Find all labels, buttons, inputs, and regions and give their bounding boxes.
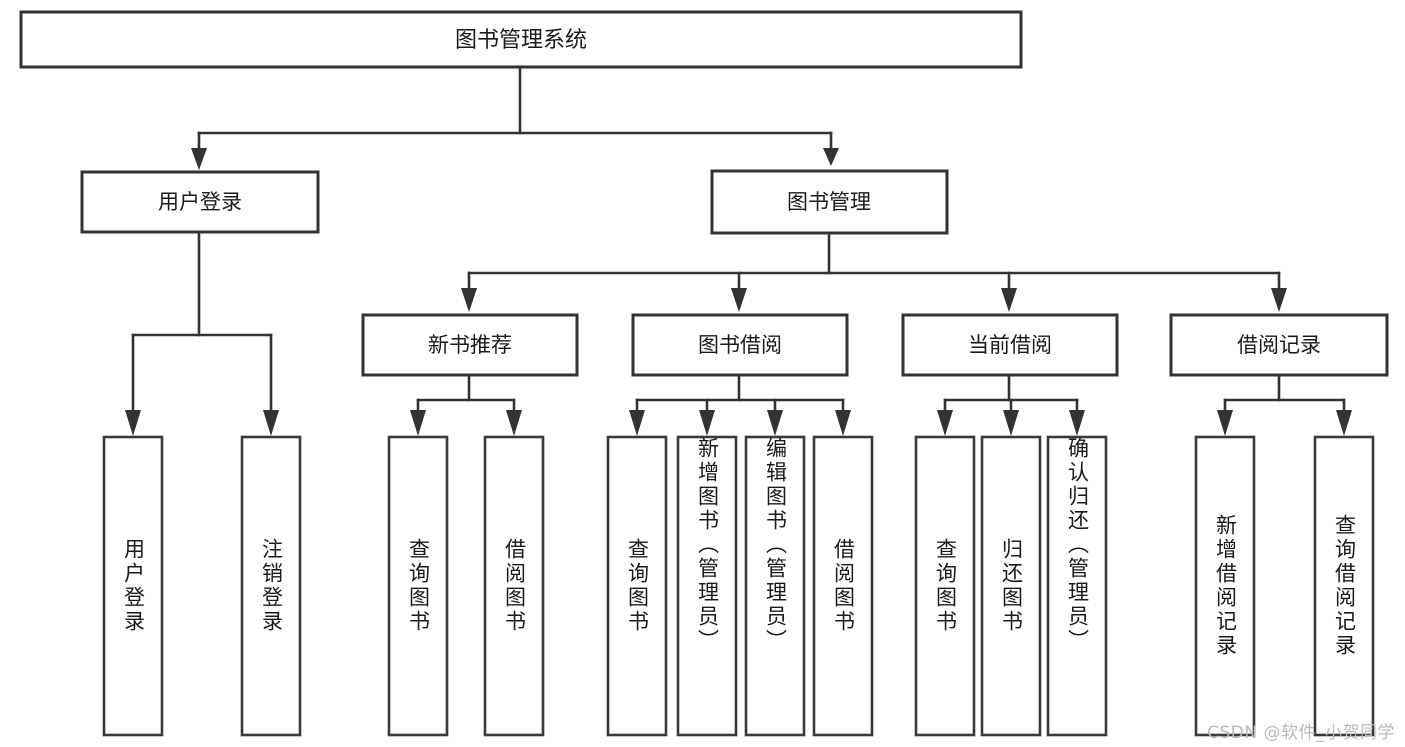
node-current-borrow-label: 当前借阅 [968,333,1052,357]
leaf-current-borrow-2[interactable] [1046,435,1108,737]
node-borrow-record[interactable] [1169,313,1389,377]
node-book-borrow[interactable] [631,313,849,377]
node-root-label: 图书管理系统 [455,28,587,53]
connector-root-to-level2 [191,66,839,170]
leaf-book-borrow-3[interactable] [812,435,874,737]
connector-currentborrow-to-leaves [937,373,1085,436]
leaf-new-book-0[interactable] [387,435,449,737]
connector-bookmgmt-to-level3 [461,231,1287,312]
leaf-borrow-record-0[interactable] [1194,435,1256,737]
leaf-book-borrow-0[interactable] [606,435,668,737]
leaf-current-borrow-0[interactable] [914,435,976,737]
connector-borrowrecord-to-leaves [1217,373,1352,436]
node-borrow-record-label: 借阅记录 [1237,333,1321,357]
node-new-book-recommend[interactable] [361,313,579,377]
node-user-login[interactable] [80,170,320,234]
node-book-management[interactable] [710,169,949,235]
leaf-current-borrow-1[interactable] [980,435,1042,737]
leaf-borrow-record-1[interactable] [1313,435,1375,737]
node-root[interactable] [19,10,1023,69]
connector-bookborrow-to-leaves [629,373,851,436]
leaf-new-book-1[interactable] [483,435,545,737]
node-book-management-label: 图书管理 [787,190,871,214]
node-new-book-recommend-label: 新书推荐 [428,333,512,357]
node-current-borrow[interactable] [901,313,1119,377]
node-book-borrow-label: 图书借阅 [698,333,782,357]
leaf-user-login-1[interactable] [240,435,302,737]
node-user-login-label: 用户登录 [158,190,242,214]
connector-userlogin-to-leaves [125,230,279,436]
leaf-book-borrow-2[interactable] [744,435,806,737]
leaf-user-login-0[interactable] [102,435,164,737]
csdn-watermark: CSDN @软件_小贺同学 [1207,723,1395,743]
leaf-book-borrow-1[interactable] [676,435,738,737]
connector-newbook-to-leaves [410,373,522,436]
